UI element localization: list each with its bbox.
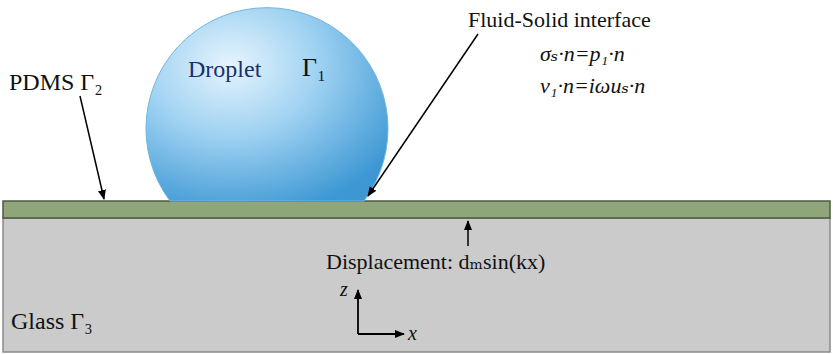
z-axis xyxy=(357,290,359,334)
glass-label: Glass Γ₃ xyxy=(11,308,93,334)
domain-symbol: Γ₁ xyxy=(302,54,326,83)
droplet-label: Droplet xyxy=(188,56,261,82)
axis-label: z xyxy=(340,278,348,300)
stress-condition: σₛ·n=p₁·n xyxy=(540,42,625,66)
axis-label: x xyxy=(408,322,417,344)
x-axis xyxy=(358,333,404,335)
interface-label: Fluid-Solid interface xyxy=(468,8,651,32)
glass-substrate xyxy=(3,218,830,352)
pdms-label: PDMS Γ₂ xyxy=(9,69,103,95)
droplet-shape xyxy=(146,8,388,201)
pdms-band: PDMS Γ₂ xyxy=(3,201,830,218)
displacement-leader xyxy=(467,221,469,246)
pdms-layer xyxy=(3,201,830,218)
droplet-region: Droplet Γ₁ xyxy=(146,8,386,201)
pdms-leader xyxy=(80,96,104,199)
interface-leader xyxy=(368,34,478,196)
displacement-label: Displacement: dₘsin(kx) xyxy=(326,250,545,274)
velocity-condition: v₁·n=iωuₛ·n xyxy=(540,74,645,98)
